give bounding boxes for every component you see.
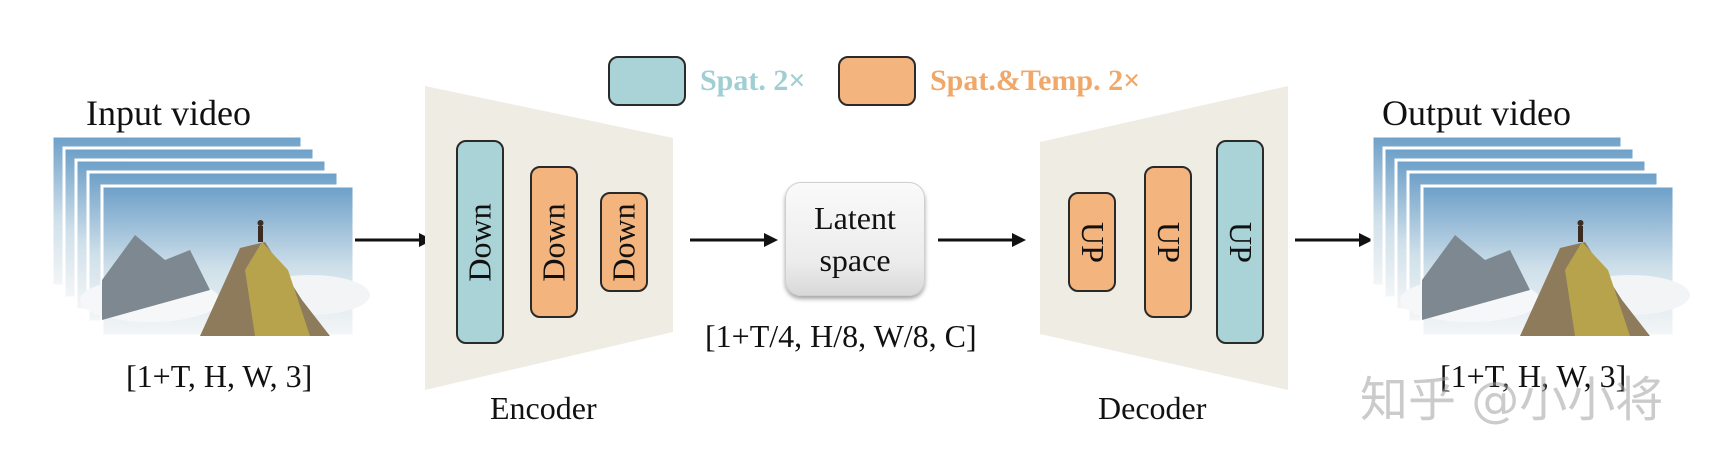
arrow-latent-to-decoder [938, 230, 1028, 250]
latent-label-line1: Latent [814, 197, 896, 239]
decoder-block-1: UP [1068, 192, 1116, 292]
output-frame-stack [1372, 136, 1690, 336]
legend-label-spatial: Spat. 2× [700, 64, 805, 98]
arrow-input-to-encoder [355, 230, 435, 250]
watermark-text: 知乎 @小小将 [1360, 360, 1663, 430]
input-video-title: Input video [86, 92, 251, 134]
decoder-block-2: UP [1144, 166, 1192, 318]
legend-swatch-spatiotemporal [838, 56, 916, 106]
encoder-block-1: Down [456, 140, 504, 344]
decoder-block-1-label: UP [1074, 222, 1111, 263]
output-video-frames [1360, 130, 1690, 350]
encoder-block-1-label: Down [462, 203, 499, 281]
output-video-title: Output video [1382, 92, 1571, 134]
input-video-frames [40, 130, 370, 350]
decoder-block-3: UP [1216, 140, 1264, 344]
input-frame-stack [52, 136, 370, 336]
latent-space-box: Latent space [785, 182, 925, 296]
encoder-block-2: Down [530, 166, 578, 318]
arrow-encoder-to-latent [690, 230, 780, 250]
decoder-block-2-label: UP [1150, 222, 1187, 263]
decoder-label: Decoder [1098, 390, 1206, 427]
encoder-block-3-label: Down [606, 203, 643, 281]
decoder-block-3-label: UP [1222, 222, 1259, 263]
encoder-label: Encoder [490, 390, 597, 427]
encoder-block-2-label: Down [536, 203, 573, 281]
encoder-block-3: Down [600, 192, 648, 292]
latent-shape-label: [1+T/4, H/8, W/8, C] [705, 318, 977, 355]
latent-label-line2: space [819, 239, 890, 281]
input-shape-label: [1+T, H, W, 3] [126, 358, 312, 395]
